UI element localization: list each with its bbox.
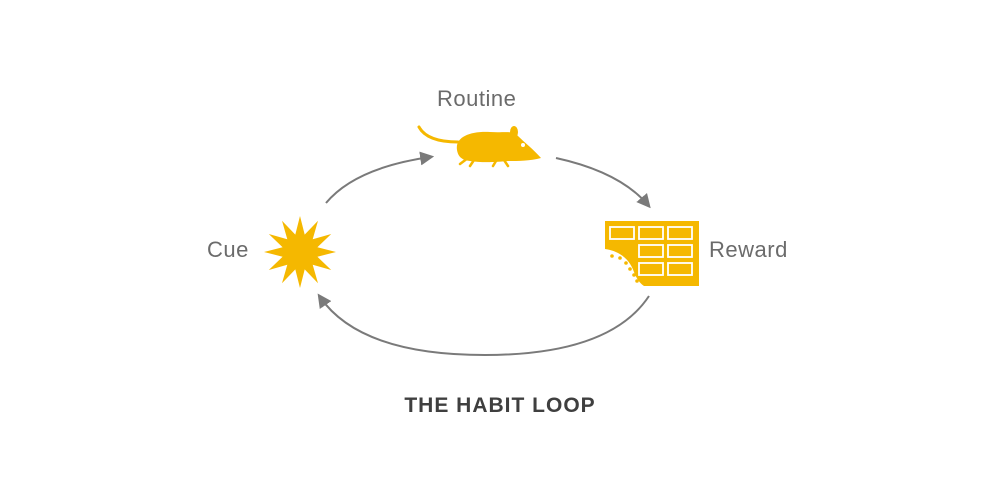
starburst-icon (264, 216, 336, 288)
arrow-reward-to-cue (317, 293, 650, 357)
arrow-cue-to-routine (325, 151, 435, 204)
reward-label: Reward (709, 237, 788, 262)
mouse-icon (417, 125, 541, 168)
chocolate-bar-icon (605, 221, 699, 286)
cue-label: Cue (207, 237, 249, 262)
arrow-routine-to-reward (555, 157, 651, 209)
diagram-title: THE HABIT LOOP (404, 394, 596, 417)
routine-label: Routine (437, 86, 517, 111)
